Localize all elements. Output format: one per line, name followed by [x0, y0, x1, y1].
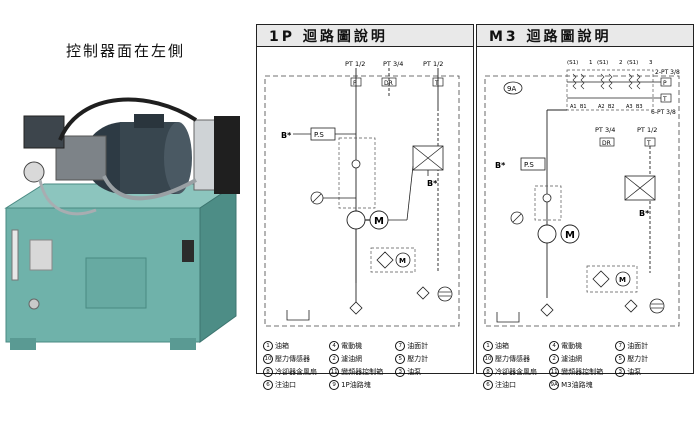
ab-label: B1: [580, 104, 587, 110]
ab-label: A1: [570, 104, 577, 110]
circuit-diagram-1p: PT 1/2 P PT 3/4 DR PT 1/2 T P.S B* M: [264, 60, 460, 327]
port-box-label: T: [434, 80, 439, 87]
block-label: 9A: [507, 85, 516, 93]
port-label: PT 1/2: [637, 126, 657, 134]
panel-title: 1P 迴路圖說明: [257, 25, 473, 47]
valve-label: (S1): [627, 60, 638, 66]
motor-label: M: [565, 230, 575, 241]
ab-label: A2: [598, 104, 605, 110]
port-box-label: T: [646, 140, 651, 147]
b-signal-label: B*: [495, 161, 506, 170]
motor-label: M: [399, 257, 406, 265]
circuit-panel-m3: M3 迴路圖說明 9A (S1) 1 (S1) 2 (S1) 3 2-PT 3/…: [476, 24, 694, 390]
top-port-label: 2-PT 3/8: [655, 69, 680, 76]
pump-symbol: [537, 224, 557, 244]
motor-label: M: [374, 216, 384, 227]
port-label: PT 1/2: [423, 60, 443, 68]
port-label: PT 3/4: [383, 60, 403, 68]
motor-label: M: [619, 276, 626, 284]
port-label: PT 3/4: [595, 126, 615, 134]
pressure-switch-label: P.S: [314, 131, 324, 139]
port-box-label: P: [663, 80, 667, 87]
valve-label: 1: [589, 60, 593, 66]
pump-symbol: [346, 210, 366, 230]
port-label: PT 1/2: [345, 60, 365, 68]
b-signal-label: B*: [427, 179, 438, 188]
ab-label: A3: [626, 104, 633, 110]
valve-label: 2: [619, 60, 623, 66]
port-box-label: T: [662, 96, 667, 103]
motor-symbol: [560, 224, 580, 244]
port-box: [599, 137, 615, 147]
circuit-panel-1p: 1P 迴路圖說明 PT 1/2 P PT 3/4 DR PT 1/2 T P.S…: [256, 24, 474, 390]
valve-label: (S1): [597, 60, 608, 66]
ab-label: B2: [608, 104, 615, 110]
top-port-label: 6-PT 3/8: [651, 109, 676, 116]
b-signal-label: B*: [281, 131, 292, 140]
photo-caption: 控制器面在左側: [66, 42, 186, 60]
panel-title: M3 迴路圖說明: [477, 25, 693, 47]
valve-label: 3: [649, 60, 653, 66]
ab-label: B3: [636, 104, 643, 110]
port-box-label: DR: [384, 80, 393, 87]
port-box-label: P: [353, 80, 357, 87]
port-box-label: DR: [602, 140, 611, 147]
b-signal-label: B*: [639, 209, 650, 218]
pressure-switch-box: [520, 157, 546, 171]
valve-label: (S1): [567, 60, 578, 66]
pressure-switch-label: P.S: [524, 161, 534, 169]
hydraulic-unit-photo: [4, 97, 240, 350]
circuit-diagram-m3: 9A (S1) 1 (S1) 2 (S1) 3 2-PT 3/8 P T 6-P…: [484, 60, 680, 327]
